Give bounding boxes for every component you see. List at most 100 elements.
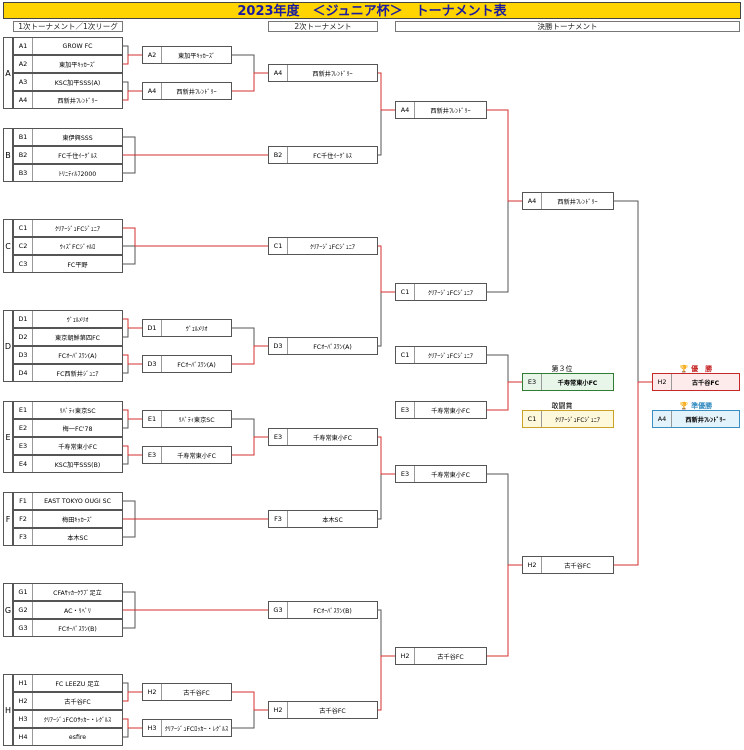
bracket-line <box>487 109 509 293</box>
bracket-line <box>378 609 382 711</box>
winner-line <box>378 436 395 475</box>
bracket-line <box>123 318 129 338</box>
team-name: KSC加平SSS(A) <box>54 79 101 87</box>
team-name: 千寿常東小FC <box>431 407 470 415</box>
team-name: 西新井ﾌﾚﾝﾄﾞﾘｰ <box>176 88 217 96</box>
team-code: D1 <box>143 320 162 336</box>
bracket-line <box>123 136 136 174</box>
bracket-line <box>378 436 382 520</box>
team-name: ｸﾘｱｰｼﾞｭFCｼﾞｭﾆｱ <box>54 225 100 233</box>
team-name: FCｵｰﾊﾞｽﾜﾝ(A) <box>313 343 352 351</box>
team-code: H2 <box>653 374 672 390</box>
bracket-line <box>123 500 136 538</box>
team-name: esfire <box>68 733 87 741</box>
team-name: KSC加平SSS(B) <box>54 461 101 469</box>
team-code: A4 <box>14 92 33 108</box>
winner-line <box>123 54 142 65</box>
bracket-line <box>123 445 129 465</box>
bracket-line <box>123 591 136 629</box>
team-name: 古千谷FC <box>564 562 591 570</box>
team-name: 千寿常東小FC <box>313 434 352 442</box>
group-label: H <box>3 674 13 746</box>
team-code: H2 <box>14 693 33 709</box>
team-name: ｸﾘｱｰｼﾞｭFCｼﾞｭﾆｱ <box>427 289 473 297</box>
team-name: 古千谷FC <box>319 707 346 715</box>
team-name: ﾘﾊﾞﾃｨ東京SC <box>178 416 215 424</box>
winner-line <box>232 436 268 456</box>
team-name: FC西新井ｼﾞｭﾆｱ <box>56 370 99 378</box>
round2-match-box: C1 ｸﾘｱｰｼﾞｭFCｼﾞｭﾆｱ <box>268 237 378 255</box>
winner-line <box>487 109 522 202</box>
winner-line <box>123 718 142 729</box>
team-name: CFAｻｯｶｰｸﾗﾌﾞ足立 <box>53 589 102 597</box>
team-name: ｸﾘｱｰｼﾞｭFCｼﾞｭﾆｱ <box>554 416 600 424</box>
team-code: F3 <box>14 529 33 545</box>
team-name: AC・ﾘﾍﾞﾘ <box>63 607 91 615</box>
team-code: A4 <box>396 102 415 118</box>
fair-play-box: C1 ｸﾘｱｰｼﾞｭFCｼﾞｭﾆｱ <box>522 410 614 428</box>
team-name: 古千谷FC <box>691 379 720 387</box>
bracket-line <box>487 354 509 411</box>
team-code: D1 <box>14 311 33 327</box>
team-code: E1 <box>143 411 162 427</box>
team-code: B3 <box>14 165 33 181</box>
bracket-line <box>123 409 129 429</box>
team-name: ｸﾘｱｰｼﾞｭFCｼﾞｭﾆｱ <box>309 243 355 251</box>
team-name: ｳﾞｪﾙﾒﾘｵ <box>66 316 89 324</box>
team-code: C1 <box>523 411 542 427</box>
team-name: 西新井ﾌﾚﾝﾄﾞﾘｰ <box>312 70 353 78</box>
team-name: 古千谷FC <box>64 698 91 706</box>
team-code: C3 <box>14 256 33 272</box>
team-name: 西新井ﾌﾚﾝﾄﾞﾘｰ <box>685 416 726 424</box>
team-code: A1 <box>14 38 33 54</box>
team-code: C1 <box>269 238 288 254</box>
bracket-line <box>123 227 136 265</box>
group-label: E <box>3 401 13 473</box>
champion-box: H2 古千谷FC <box>652 373 740 391</box>
team-name: FCｵｰﾊﾞｽﾜﾝ(B) <box>58 625 97 633</box>
team-code: F1 <box>14 493 33 509</box>
team-name: 梅田ｷｯｶｰｽﾞ <box>62 516 93 524</box>
team-name: 千寿常東小FC <box>431 471 470 479</box>
team-code: D2 <box>14 329 33 345</box>
group-team-row: H1 FC LEEZU 足立 <box>13 674 123 692</box>
team-code: E3 <box>523 374 542 390</box>
team-name: FCｵｰﾊﾞｽﾜﾝ(B) <box>313 607 352 615</box>
team-code: E3 <box>14 438 33 454</box>
team-code: D4 <box>14 365 33 381</box>
team-name: FC千住ｲｰｸﾞﾙｽ <box>58 152 97 160</box>
fair-play-label: 敢闘賞 <box>551 402 573 410</box>
team-code: G3 <box>14 620 33 636</box>
team-name: ｳｨｽﾞFCｼﾞｬﾙﾛ <box>59 243 96 251</box>
page-title: 2023年度 ＜ジュニア杯＞ トーナメント表 <box>3 2 741 19</box>
trophy-icon: 🏆 <box>679 365 689 373</box>
team-name: FC LEEZU 足立 <box>55 680 100 688</box>
winner-line <box>378 655 395 711</box>
team-code: C2 <box>14 238 33 254</box>
team-code: E3 <box>269 429 288 445</box>
team-name: FCｵｰﾊﾞｽﾜﾝ(A) <box>177 361 216 369</box>
team-name: 東伊興SSS <box>62 134 93 142</box>
team-code: H1 <box>14 675 33 691</box>
trophy-icon: 🏆 <box>679 402 689 410</box>
team-name: 古千谷FC <box>437 653 464 661</box>
